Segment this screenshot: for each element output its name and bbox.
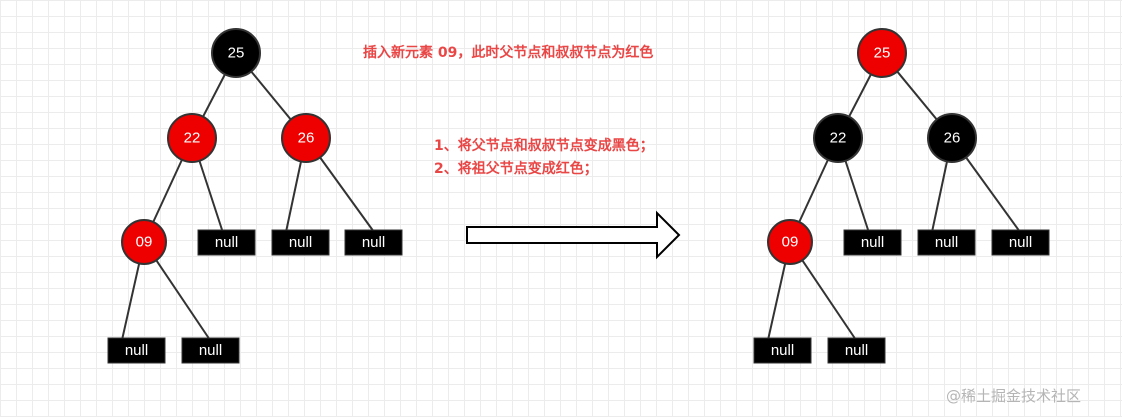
grandparent-node: 25: [211, 28, 261, 78]
node-circle: [121, 219, 167, 265]
null-leaf: null: [181, 337, 240, 364]
null-leaf: null: [917, 229, 976, 256]
null-label: null: [362, 234, 385, 251]
right-arrow-icon: [466, 210, 681, 260]
null-label: null: [215, 234, 238, 251]
node-circle: [167, 113, 217, 163]
null-label: null: [861, 234, 884, 251]
node-label: 25: [874, 45, 891, 62]
grandparent-node: 25: [857, 28, 907, 78]
null-box: [197, 229, 256, 256]
null-box: [843, 229, 902, 256]
node-label: 26: [298, 130, 315, 147]
node-circle: [767, 219, 813, 265]
node-circle: [211, 28, 261, 78]
null-box: [181, 337, 240, 364]
new-node: 09: [767, 219, 813, 265]
uncle-node: 26: [281, 113, 331, 163]
node-label: 22: [830, 130, 847, 147]
null-box: [991, 229, 1050, 256]
watermark: @稀土掘金技术社区: [946, 387, 1081, 405]
null-box: [917, 229, 976, 256]
null-leaf: null: [753, 337, 812, 364]
annotation-step-2: 2、将祖父节点变成红色；: [434, 160, 598, 177]
node-circle: [281, 113, 331, 163]
annotation-step-1: 1、将父节点和叔叔节点变成黑色；: [434, 137, 654, 154]
node-circle: [927, 113, 977, 163]
null-leaf: null: [344, 229, 403, 256]
parent-node: 22: [167, 113, 217, 163]
null-leaf: null: [827, 337, 886, 364]
null-label: null: [125, 342, 148, 359]
node-circle: [857, 28, 907, 78]
null-leaf: null: [271, 229, 330, 256]
null-leaf: null: [843, 229, 902, 256]
null-label: null: [289, 234, 312, 251]
before-tree: 25 22 26 09 null null null: [107, 28, 403, 364]
after-tree: 25 22 26 09 null null null: [753, 28, 1050, 364]
null-box: [344, 229, 403, 256]
node-label: 09: [136, 234, 153, 251]
new-node: 09: [121, 219, 167, 265]
null-leaf: null: [991, 229, 1050, 256]
parent-node: 22: [813, 113, 863, 163]
null-label: null: [1009, 234, 1032, 251]
null-box: [107, 337, 166, 364]
uncle-node: 26: [927, 113, 977, 163]
null-box: [753, 337, 812, 364]
null-leaf: null: [197, 229, 256, 256]
node-label: 25: [228, 45, 245, 62]
null-label: null: [199, 342, 222, 359]
node-label: 26: [944, 130, 961, 147]
annotation-title: 插入新元素 09，此时父节点和叔叔节点为红色: [363, 44, 653, 61]
null-label: null: [771, 342, 794, 359]
node-circle: [813, 113, 863, 163]
node-label: 22: [184, 130, 201, 147]
null-label: null: [845, 342, 868, 359]
null-label: null: [935, 234, 958, 251]
null-leaf: null: [107, 337, 166, 364]
node-label: 09: [782, 234, 799, 251]
null-box: [271, 229, 330, 256]
null-box: [827, 337, 886, 364]
